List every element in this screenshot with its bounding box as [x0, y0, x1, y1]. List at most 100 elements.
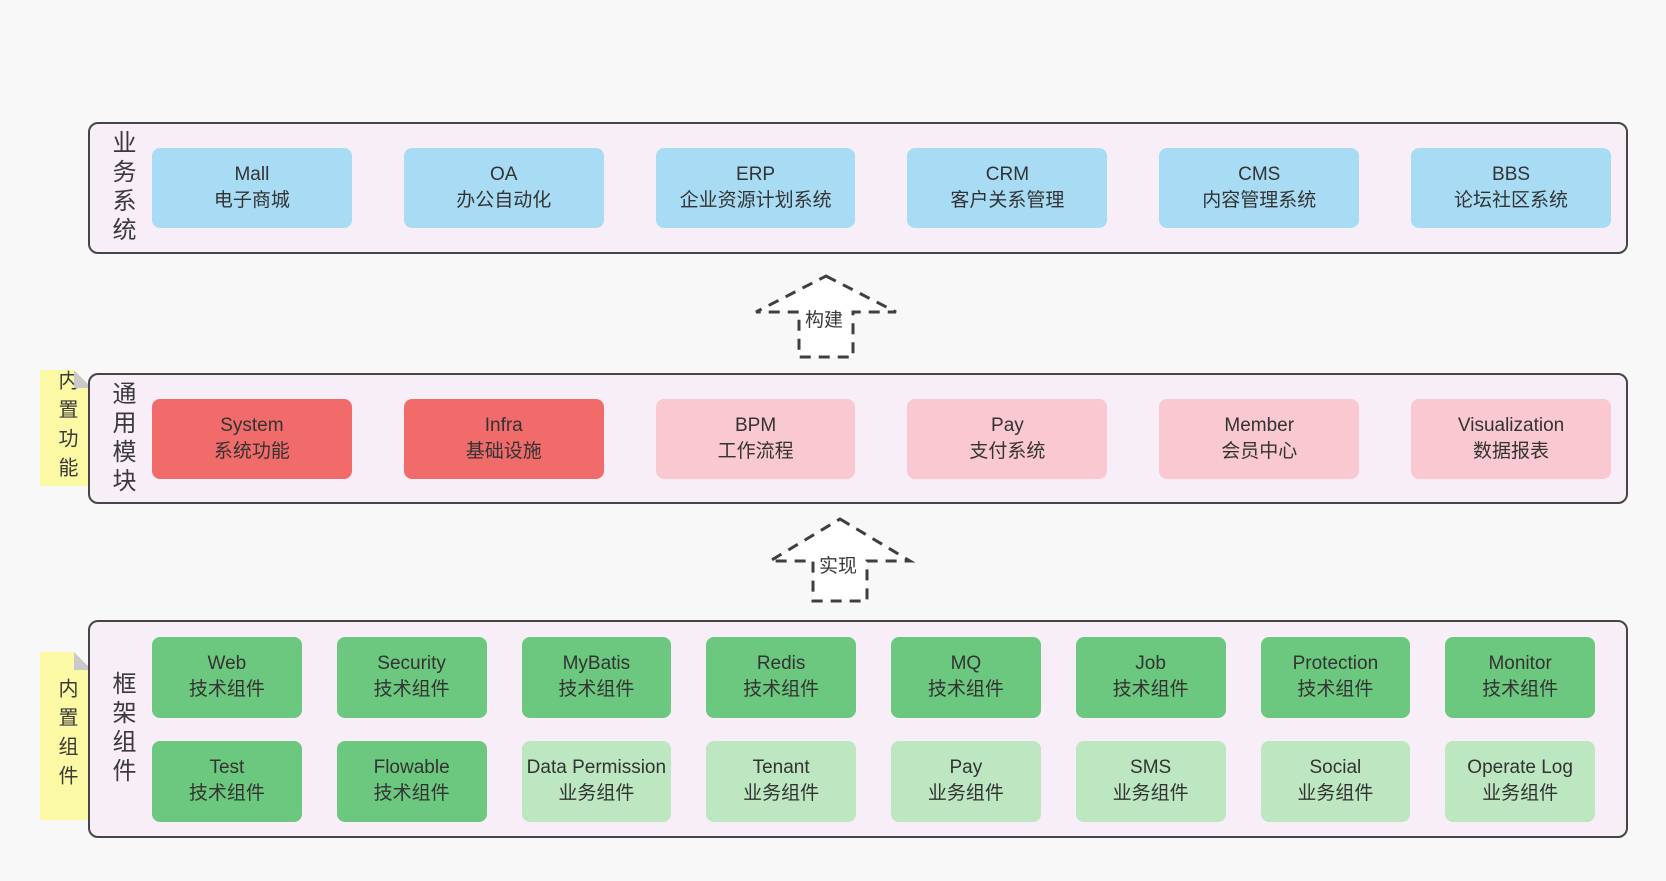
sticky-note-builtin-components: 内置组件 — [40, 652, 92, 820]
box-infra: Infra 基础设施 — [403, 398, 604, 479]
box-mq: MQ 技术组件 — [891, 636, 1041, 718]
box-test: Test 技术组件 — [152, 740, 302, 822]
sticky-note-builtin-features: 内置功能 — [40, 370, 92, 486]
box-description: 技术组件 — [743, 679, 820, 700]
box-description: 客户关系管理 — [950, 190, 1065, 211]
box-description: 技术组件 — [188, 679, 265, 700]
box-description: 电子商城 — [213, 190, 290, 211]
box-description: 技术组件 — [1482, 679, 1559, 700]
box-name: Social — [1309, 757, 1362, 778]
box-monitor: Monitor 技术组件 — [1445, 636, 1595, 718]
box-name: ERP — [736, 164, 776, 185]
box-description: 业务组件 — [743, 783, 820, 804]
box-visualization: Visualization 数据报表 — [1411, 398, 1611, 479]
sticky-note-label: 内置功能 — [55, 370, 77, 486]
box-sms: SMS 业务组件 — [1075, 740, 1226, 822]
box-description: 业务组件 — [1297, 783, 1374, 804]
box-crm: CRM 客户关系管理 — [907, 148, 1108, 228]
box-name: Redis — [756, 653, 806, 674]
box-bpm: BPM 工作流程 — [655, 398, 856, 479]
sticky-note-label: 内置组件 — [55, 678, 77, 794]
box-name: OA — [490, 164, 518, 185]
box-description: 支付系统 — [969, 440, 1046, 462]
box-name: Mall — [234, 164, 270, 185]
arrow-implement-label: 实现 — [815, 555, 862, 579]
box-bbs: BBS 论坛社区系统 — [1411, 148, 1611, 228]
box-pay: Pay 业务组件 — [891, 740, 1041, 822]
box-description: 业务组件 — [1482, 783, 1559, 804]
box-system: System 系统功能 — [152, 398, 352, 479]
box-web: Web 技术组件 — [152, 636, 302, 718]
box-name: Tenant — [752, 757, 810, 778]
box-name: Job — [1135, 653, 1166, 674]
layer-business-systems: 业务系统 Mall 电子商城 OA 办公自动化 ERP 企业资源计划系统 CRM 客户关系管理… — [88, 122, 1628, 254]
box-name: SMS — [1130, 757, 1172, 778]
box-description: 技术组件 — [373, 679, 450, 700]
box-job: Job 技术组件 — [1075, 636, 1226, 718]
box-description: 技术组件 — [1297, 679, 1374, 700]
box-description: 技术组件 — [188, 783, 265, 804]
box-name: Web — [207, 653, 247, 674]
box-oa: OA 办公自动化 — [403, 148, 604, 228]
box-description: 业务组件 — [1112, 783, 1189, 804]
box-description: 内容管理系统 — [1202, 190, 1317, 211]
box-name: MyBatis — [562, 653, 631, 674]
box-description: 技术组件 — [927, 679, 1004, 700]
box-name: Operate Log — [1467, 757, 1573, 778]
box-description: 业务组件 — [558, 783, 635, 804]
box-name: System — [220, 414, 284, 436]
box-description: 技术组件 — [558, 679, 635, 700]
box-flowable: Flowable 技术组件 — [336, 740, 487, 822]
box-erp: ERP 企业资源计划系统 — [655, 148, 856, 228]
box-name: CRM — [985, 164, 1030, 185]
box-mall: Mall 电子商城 — [152, 148, 352, 228]
box-pay: Pay 支付系统 — [907, 398, 1108, 479]
box-operate-log: Operate Log 业务组件 — [1445, 740, 1595, 822]
box-description: 企业资源计划系统 — [679, 190, 832, 211]
box-description: 系统功能 — [213, 440, 290, 462]
box-description: 论坛社区系统 — [1454, 190, 1569, 211]
box-description: 技术组件 — [1112, 679, 1189, 700]
box-name: Infra — [484, 414, 523, 436]
box-mybatis: MyBatis 技术组件 — [521, 636, 672, 718]
box-name: Pay — [991, 414, 1024, 436]
box-security: Security 技术组件 — [336, 636, 487, 718]
layer-title: 业务系统 — [108, 130, 135, 246]
box-name: Security — [377, 653, 446, 674]
box-name: Flowable — [373, 757, 450, 778]
box-name: Data Permission — [526, 757, 667, 778]
box-description: 业务组件 — [927, 783, 1004, 804]
box-name: BBS — [1492, 164, 1531, 185]
box-description: 数据报表 — [1473, 440, 1550, 462]
box-social: Social 业务组件 — [1260, 740, 1411, 822]
box-name: Protection — [1292, 653, 1379, 674]
box-protection: Protection 技术组件 — [1260, 636, 1411, 718]
box-description: 办公自动化 — [456, 190, 552, 211]
arrow-build-label: 构建 — [801, 309, 848, 333]
box-description: 技术组件 — [373, 783, 450, 804]
box-name: Visualization — [1457, 414, 1565, 436]
box-description: 基础设施 — [465, 440, 542, 462]
layer-title: 框架组件 — [108, 671, 135, 787]
box-name: BPM — [734, 414, 777, 436]
box-name: MQ — [950, 653, 982, 674]
box-description: 工作流程 — [717, 440, 794, 462]
box-name: Pay — [949, 757, 983, 778]
box-redis: Redis 技术组件 — [706, 636, 856, 718]
box-name: Member — [1224, 414, 1295, 436]
box-tenant: Tenant 业务组件 — [706, 740, 856, 822]
box-name: Monitor — [1488, 653, 1552, 674]
box-data-permission: Data Permission 业务组件 — [521, 740, 672, 822]
box-name: Test — [209, 757, 245, 778]
